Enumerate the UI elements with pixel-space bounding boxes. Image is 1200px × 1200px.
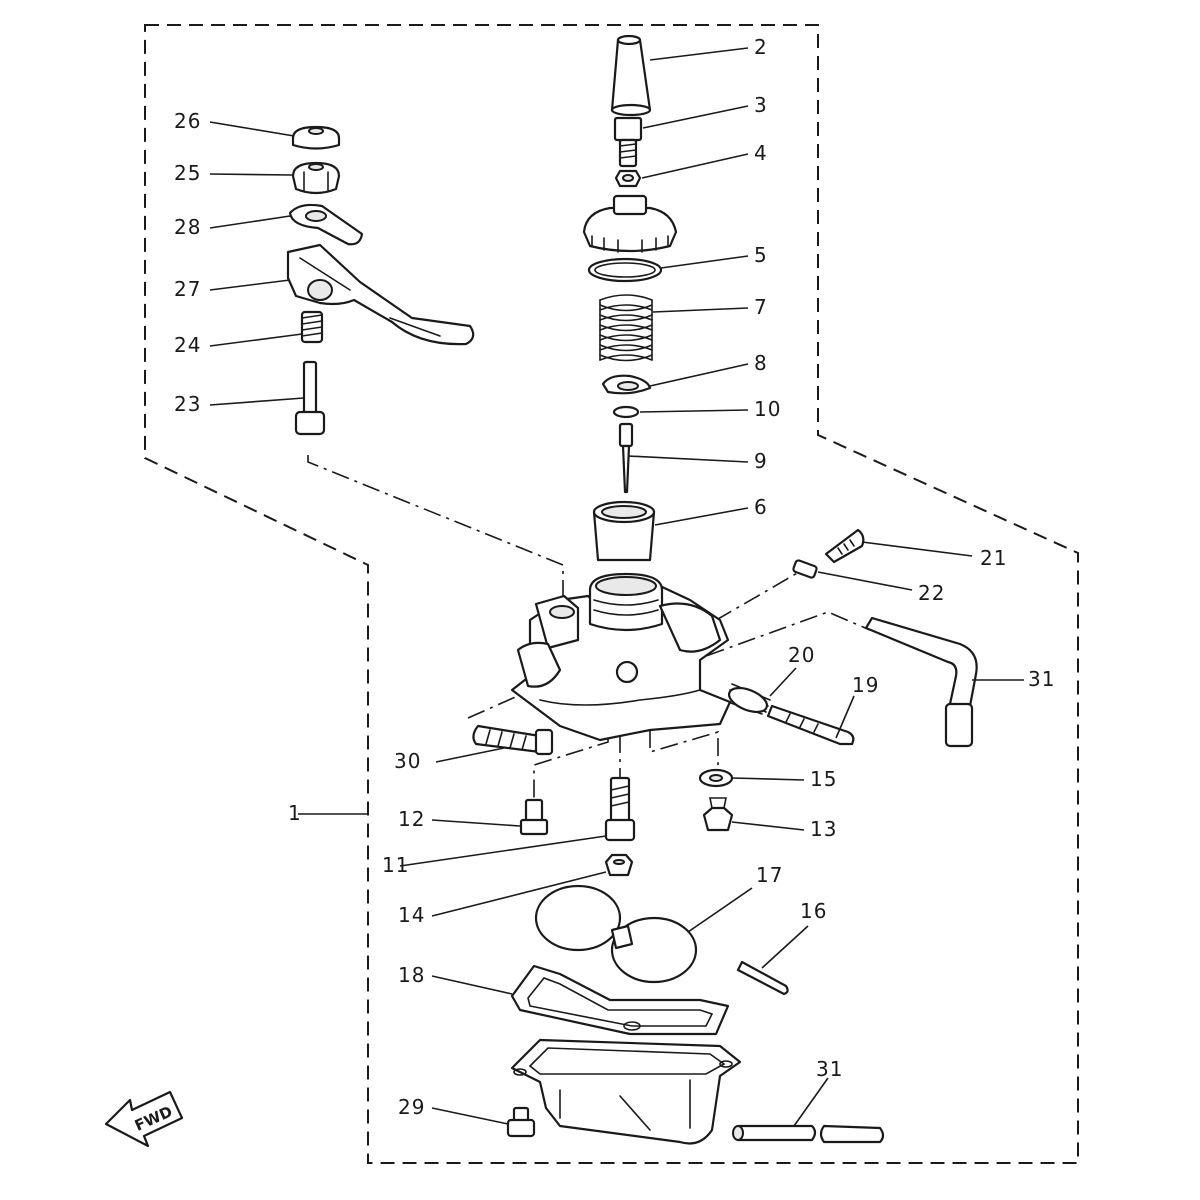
part-5-oring [587, 257, 663, 283]
part-26-cap [291, 125, 341, 150]
part-25-nut [291, 161, 341, 195]
part-10-ring [612, 405, 640, 419]
part-30-screw [472, 724, 554, 756]
part-27-lever [286, 243, 475, 346]
part-28-plate [288, 203, 364, 246]
leader-lines [209, 47, 1024, 1127]
part-top-cap [582, 194, 678, 253]
callout-10: 10 [754, 397, 781, 421]
callout-9: 9 [754, 449, 768, 473]
part-20-spring [727, 683, 771, 715]
part-13-jet [702, 797, 734, 832]
callout-27: 27 [174, 277, 201, 301]
part-8-clip [601, 374, 652, 395]
callout-25: 25 [174, 161, 201, 185]
callout-15: 15 [810, 767, 837, 791]
part-17-float [534, 884, 698, 984]
callout-1: 1 [288, 801, 302, 825]
callout-14: 14 [398, 903, 425, 927]
part-9-needle [618, 422, 634, 494]
callout-18: 18 [398, 963, 425, 987]
part-7-spring [599, 294, 653, 362]
callout-23: 23 [174, 392, 201, 416]
callout-21: 21 [980, 546, 1007, 570]
callout-26: 26 [174, 109, 201, 133]
callout-5: 5 [754, 243, 768, 267]
part-12-jet [519, 798, 549, 836]
part-24-spring [300, 310, 324, 344]
callout-13: 13 [810, 817, 837, 841]
callout-31-lower: 31 [816, 1057, 843, 1081]
part-11-main-jet [604, 776, 636, 842]
part-carburetor-body [510, 572, 732, 742]
fwd-arrow: FWD [104, 1090, 184, 1148]
part-21-screw [824, 528, 865, 564]
callout-12: 12 [398, 807, 425, 831]
callout-2: 2 [754, 35, 768, 59]
callout-8: 8 [754, 351, 768, 375]
part-31-tube-upper [864, 616, 978, 748]
part-23-screw [294, 360, 326, 436]
part-18-gasket [510, 964, 730, 1036]
part-14-nut [604, 853, 634, 877]
part-19-screw [766, 704, 855, 746]
callout-30: 30 [394, 749, 421, 773]
part-2-cap [610, 34, 652, 117]
callout-3: 3 [754, 93, 768, 117]
part-15-washer [698, 768, 734, 788]
callout-6: 6 [754, 495, 768, 519]
callout-11: 11 [382, 853, 409, 877]
part-22-spring [792, 559, 818, 579]
callout-22: 22 [918, 581, 945, 605]
part-6-slide [592, 500, 656, 562]
callout-4: 4 [754, 141, 768, 165]
callout-17: 17 [756, 863, 783, 887]
callout-7: 7 [754, 295, 768, 319]
part-31-tube-lower [732, 1124, 885, 1144]
part-3-adjuster [613, 116, 643, 168]
part-16-pin [736, 960, 789, 996]
callout-28: 28 [174, 215, 201, 239]
callout-31-upper: 31 [1028, 667, 1055, 691]
part-float-bowl [510, 1038, 742, 1145]
callout-19: 19 [852, 673, 879, 697]
part-4-locknut [614, 169, 642, 188]
callout-29: 29 [398, 1095, 425, 1119]
callout-labels: 2 3 4 5 7 8 10 9 6 26 25 28 27 24 23 21 … [174, 35, 1055, 1119]
callout-24: 24 [174, 333, 201, 357]
part-29-drain-screw [506, 1106, 536, 1138]
callout-16: 16 [800, 899, 827, 923]
callout-20: 20 [788, 643, 815, 667]
